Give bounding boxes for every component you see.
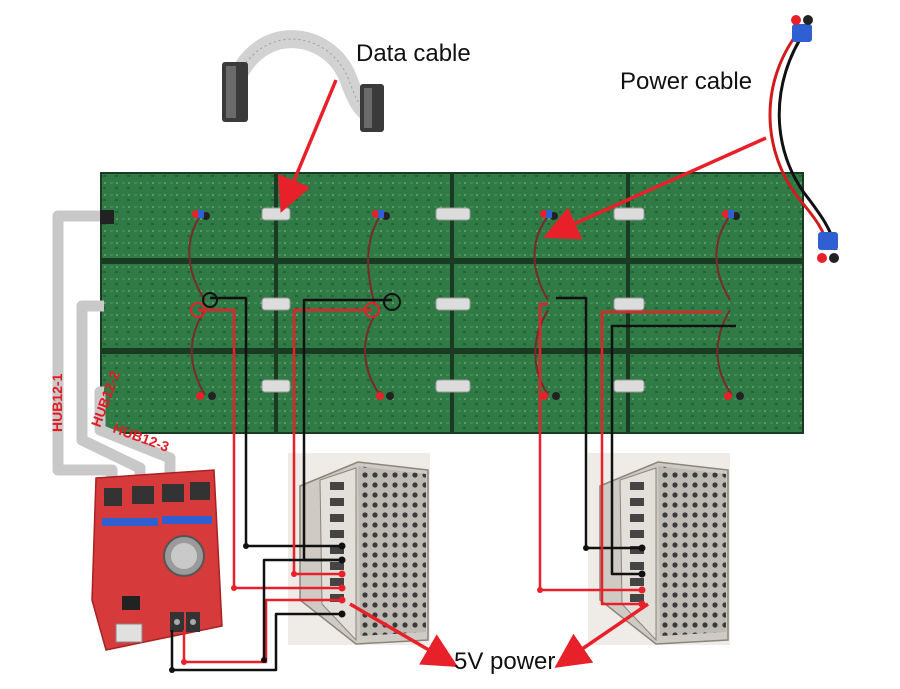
panel-power-pigtails [188,215,733,396]
led-panel [102,354,274,432]
power-wires-left [170,296,392,672]
power-wires-right [538,296,736,606]
led-panel-grid [100,172,804,434]
wire-junction-dots [169,542,646,673]
data-cable-arrow [277,79,338,213]
power-supply-right [588,453,730,645]
led-panel [102,264,274,348]
power-supply-left [288,453,430,645]
psu-terminals [330,482,344,602]
led-panel [278,354,450,432]
data-cable-image [222,30,384,132]
panel-ribbon-jumpers [261,207,645,393]
led-panel [102,174,274,258]
power-cable-image [768,15,839,263]
power-arrow-left [349,602,459,668]
power-arrow-right [554,602,649,668]
led-panel [278,174,450,258]
led-panel [630,174,802,258]
hub12-1-label: HUB12-1 [49,373,65,432]
power-cable-label: Power cable [620,68,753,95]
data-cable-label: Data cable [356,40,471,67]
led-panel [454,174,626,258]
controller-card [91,469,223,651]
callout-arrows [277,79,767,668]
5v-power-label: 5V power [454,648,556,675]
led-panel [630,264,802,348]
led-panel [278,264,450,348]
led-panel [630,354,802,432]
power-cable-arrow [543,136,767,240]
psu-terminals [630,482,644,602]
hub12-3-ribbon [94,386,176,498]
